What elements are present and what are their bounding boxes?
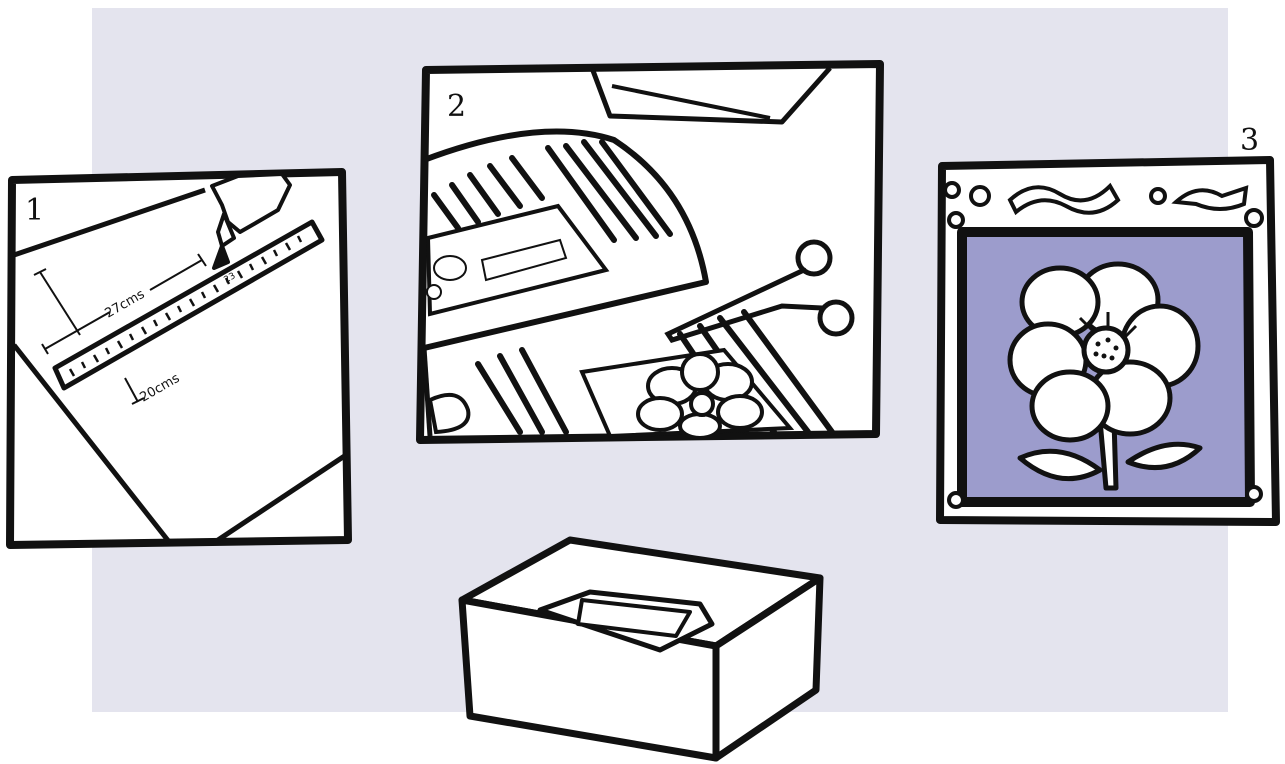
step-1-number: 1: [25, 196, 44, 226]
step-1-panel: 23 27cms 20cms: [10, 172, 348, 545]
step-2-number: 2: [447, 92, 466, 122]
step-3-number: 3: [1240, 126, 1259, 156]
storage-box: [462, 540, 820, 758]
step-3-panel: [940, 160, 1276, 522]
step-2-panel: [420, 64, 880, 440]
